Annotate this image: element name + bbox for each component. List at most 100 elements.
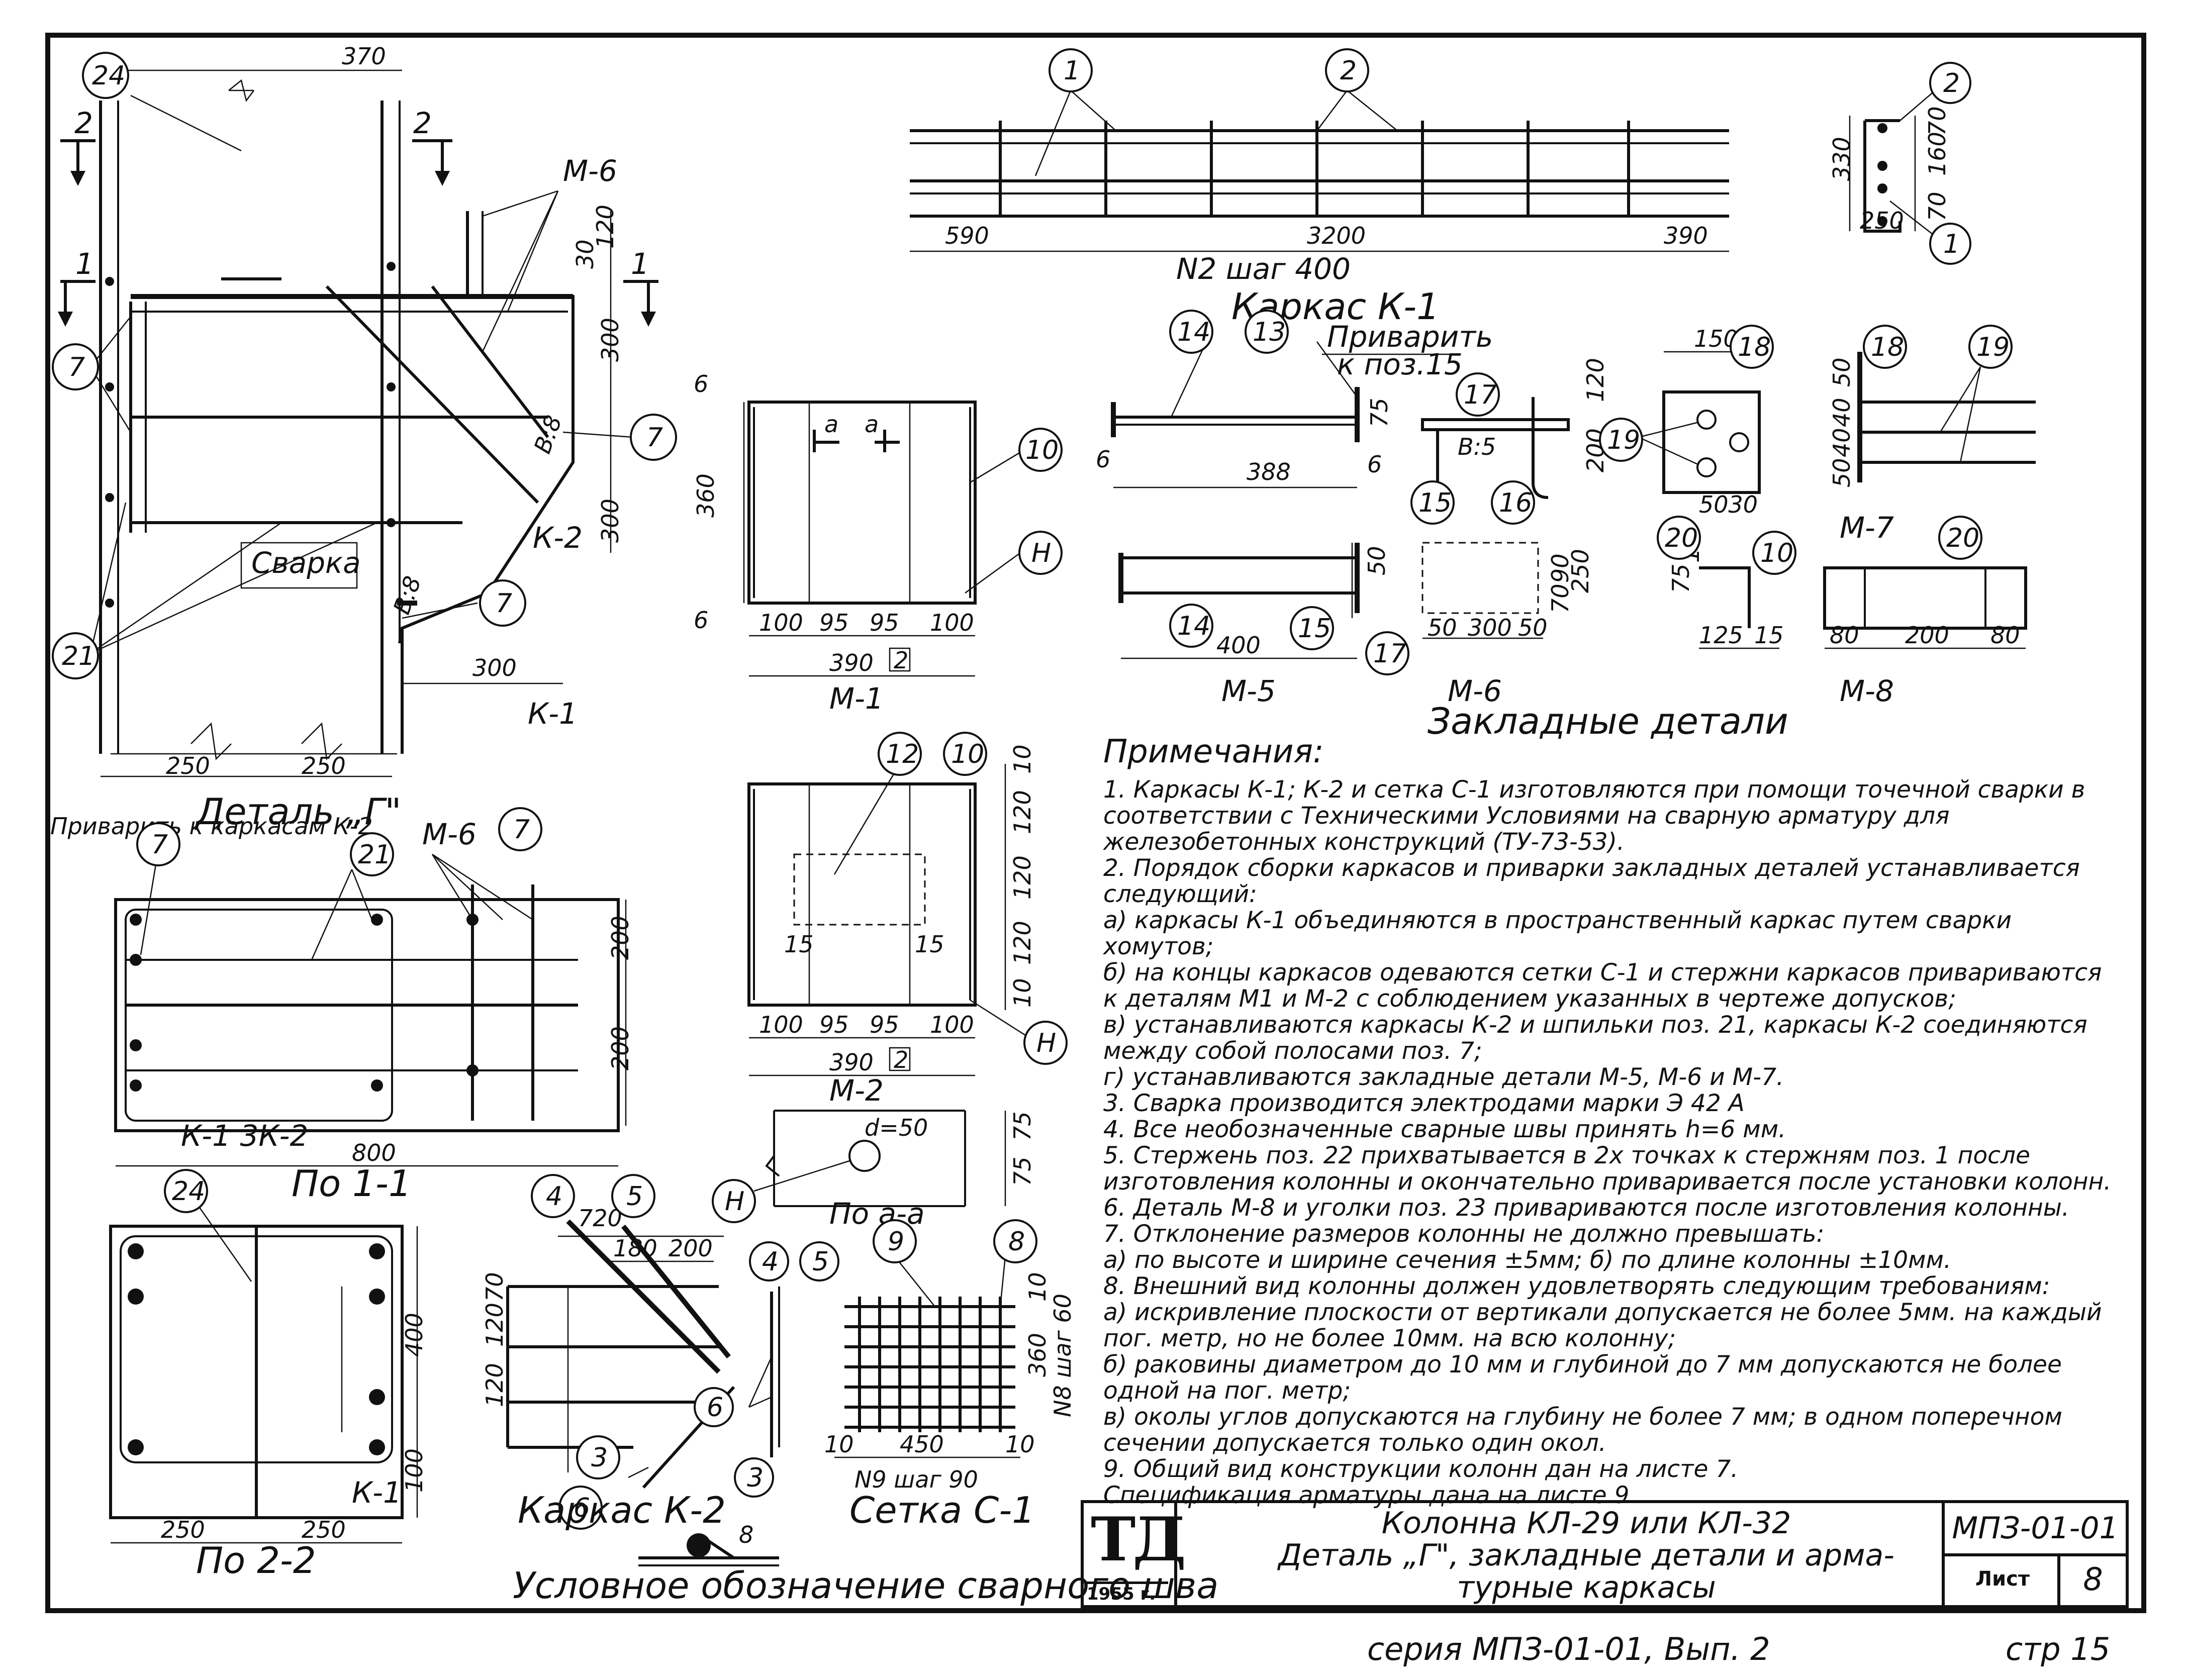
dim-10-m2-a: 10 [1009, 744, 1036, 774]
dim-75-aa-b: 75 [1009, 1156, 1036, 1186]
title-block-title: Колонна КЛ-29 или КЛ-32 Деталь „Г", закл… [1179, 1507, 1993, 1604]
dim-6-m1-a: 6 [694, 370, 708, 398]
dim-200-k2: 200 [669, 1235, 713, 1262]
caption-karkas-k2: Каркас К-2 [518, 1489, 726, 1531]
po-1-1-view: 200 200 800 Приварить к каркасам К-2 К-1… [50, 807, 634, 1205]
section-mark-1-right: 1 [631, 247, 649, 281]
bubble-7-po11-right: 7 [513, 815, 530, 845]
label-k1-po22: К-1 [352, 1475, 402, 1510]
dim-360: 360 [692, 473, 719, 518]
dim-360-c1: 360 [1024, 1333, 1051, 1377]
dim-120-k2-a: 120 [481, 1303, 508, 1347]
dim-6-m5-b: 6 [1367, 451, 1382, 478]
dim-250-a: 250 [166, 752, 210, 779]
caption-setka-c1: Сетка С-1 [849, 1489, 1035, 1531]
bubble-6-k2: 6 [574, 1493, 590, 1523]
label-k1-3k2: К-1 3К-2 [181, 1119, 308, 1153]
dim-15-m2-b: 15 [915, 931, 944, 958]
label-a-left: а [824, 411, 838, 438]
dim-10-c1-c: 10 [1024, 1272, 1051, 1302]
setka-c1-view: 10 450 10 N9 шаг 90 360 10 N8 шаг 60 9 8… [824, 1219, 1076, 1531]
bubble-10-m8: 10 [1760, 538, 1793, 568]
bubble-13-m5: 13 [1253, 317, 1286, 347]
title-line-2: Деталь „Г", закладные детали и арма- [1278, 1538, 1894, 1573]
dim-400-po22: 400 [401, 1313, 428, 1357]
label-m6-po11: М-6 [422, 817, 477, 851]
note-8: 8. Внешний вид колонны должен удовлетвор… [1103, 1272, 2050, 1300]
logo-year: 1955 г. [1087, 1582, 1168, 1604]
weld-size: 8 [739, 1521, 753, 1548]
dim-250-po22-b: 250 [302, 1516, 346, 1543]
bubble-16-m6: 16 [1499, 488, 1532, 518]
dim-95-m1-b: 95 [870, 609, 899, 636]
dim-50-m6-a: 50 [1363, 546, 1390, 575]
dim-390-m1: 390 [829, 649, 874, 676]
bubble-18-m7: 18 [1738, 332, 1771, 362]
note-7a: а) по высоте и ширине сечения ±5мм; б) п… [1103, 1246, 1951, 1274]
dim-120-m2-a: 120 [1009, 790, 1036, 834]
dim-390-m2: 390 [829, 1049, 874, 1076]
bubble-19-m7: 19 [1607, 425, 1640, 455]
label-d50: d=50 [865, 1114, 928, 1141]
title-block: ТД 1955 г. Колонна КЛ-29 или КЛ-32 Детал… [1081, 1500, 2129, 1608]
dim-300-a: 300 [597, 318, 624, 362]
dim-390-k1: 390 [1664, 222, 1708, 249]
dim-100-m2-b: 100 [930, 1011, 974, 1038]
m2-mark: 2 [894, 1046, 908, 1073]
dim-15-m2-a: 15 [784, 931, 814, 958]
bubble-6-k2-side: 6 [707, 1393, 723, 1423]
dim-100-m2-a: 100 [759, 1011, 803, 1038]
bubble-14-m5-lower: 14 [1177, 611, 1210, 641]
label-svarka: Сварка [251, 546, 361, 580]
bubble-20-m8-left: 20 [1665, 523, 1698, 553]
bubble-17-m6-lower: 17 [1373, 639, 1406, 669]
bubble-3-k2-side: 3 [747, 1463, 764, 1493]
m6-view: Приварить к поз.15 В:5 120 200 17 15 16 … [1322, 320, 1609, 708]
bubble-21-po11: 21 [358, 840, 391, 870]
bubble-12-m2: 12 [886, 739, 919, 769]
dim-70-k2: 70 [481, 1272, 508, 1302]
dim-90-m6: 90 [1547, 553, 1574, 583]
dim-590: 590 [945, 222, 989, 249]
bubble-7-detail-right: 7 [646, 423, 663, 453]
dim-250-b: 250 [302, 752, 346, 779]
dim-200-po11-a: 200 [607, 916, 634, 960]
dim-400-m5: 400 [1216, 632, 1261, 659]
bubble-2-k1: 2 [1340, 56, 1357, 86]
bubble-7-po11-left: 7 [151, 830, 168, 860]
label-k2-detail: К-2 [533, 521, 583, 555]
bubble-3-k2: 3 [591, 1443, 608, 1473]
title-block-logo: ТД 1955 г. [1084, 1503, 1186, 1605]
dim-70-m6: 70 [1547, 583, 1574, 613]
bubble-4-k2-side: 4 [762, 1247, 779, 1277]
notes-block: Примечания: 1. Каркасы К-1; К-2 и сетка … [1103, 736, 2114, 1509]
bubble-24-po22: 24 [172, 1176, 205, 1207]
note-4: 4. Все необозначенные сварные швы принят… [1103, 1116, 1786, 1143]
dim-6-m1-b: 6 [694, 607, 708, 634]
note-8v: в) околы углов допускаются на глубину не… [1103, 1403, 2062, 1457]
dim-70-a: 70 [1924, 106, 1951, 136]
note-2b: б) на концы каркасов одеваются сетки С-1… [1103, 959, 2102, 1013]
note-6: 6. Деталь М-8 и уголки поз. 23 приварива… [1103, 1194, 2069, 1222]
note-2: 2. Порядок сборки каркасов и приварки за… [1103, 854, 2080, 908]
section-mark-2-right: 2 [413, 106, 432, 140]
title-line-3: турные каркасы [1457, 1570, 1716, 1605]
bubble-10-m2: 10 [951, 739, 984, 769]
dim-100-m1-a: 100 [759, 609, 803, 636]
caption-po-2-2: По 2-2 [196, 1539, 316, 1582]
caption-m1: М-1 [829, 681, 884, 716]
caption-m8: М-8 [1840, 674, 1894, 708]
label-n2-shag: N2 шаг 400 [1176, 252, 1351, 286]
dim-50-m7-b: 50 [1828, 458, 1855, 487]
sheet-frame [45, 33, 2146, 1613]
bubble-18-m7-side: 18 [1871, 332, 1904, 362]
dim-6-m5-a: 6 [1096, 446, 1110, 473]
dim-120-k2-b: 120 [481, 1363, 508, 1407]
bubble-11-m1: Н [1031, 538, 1051, 568]
dim-180-k2: 180 [613, 1235, 657, 1262]
dim-120-m2-c: 120 [1009, 921, 1036, 965]
dim-40-m7-a: 40 [1828, 398, 1855, 427]
label-n9-shag: N9 шаг 90 [854, 1466, 978, 1493]
dim-300-m6: 300 [1468, 614, 1512, 641]
